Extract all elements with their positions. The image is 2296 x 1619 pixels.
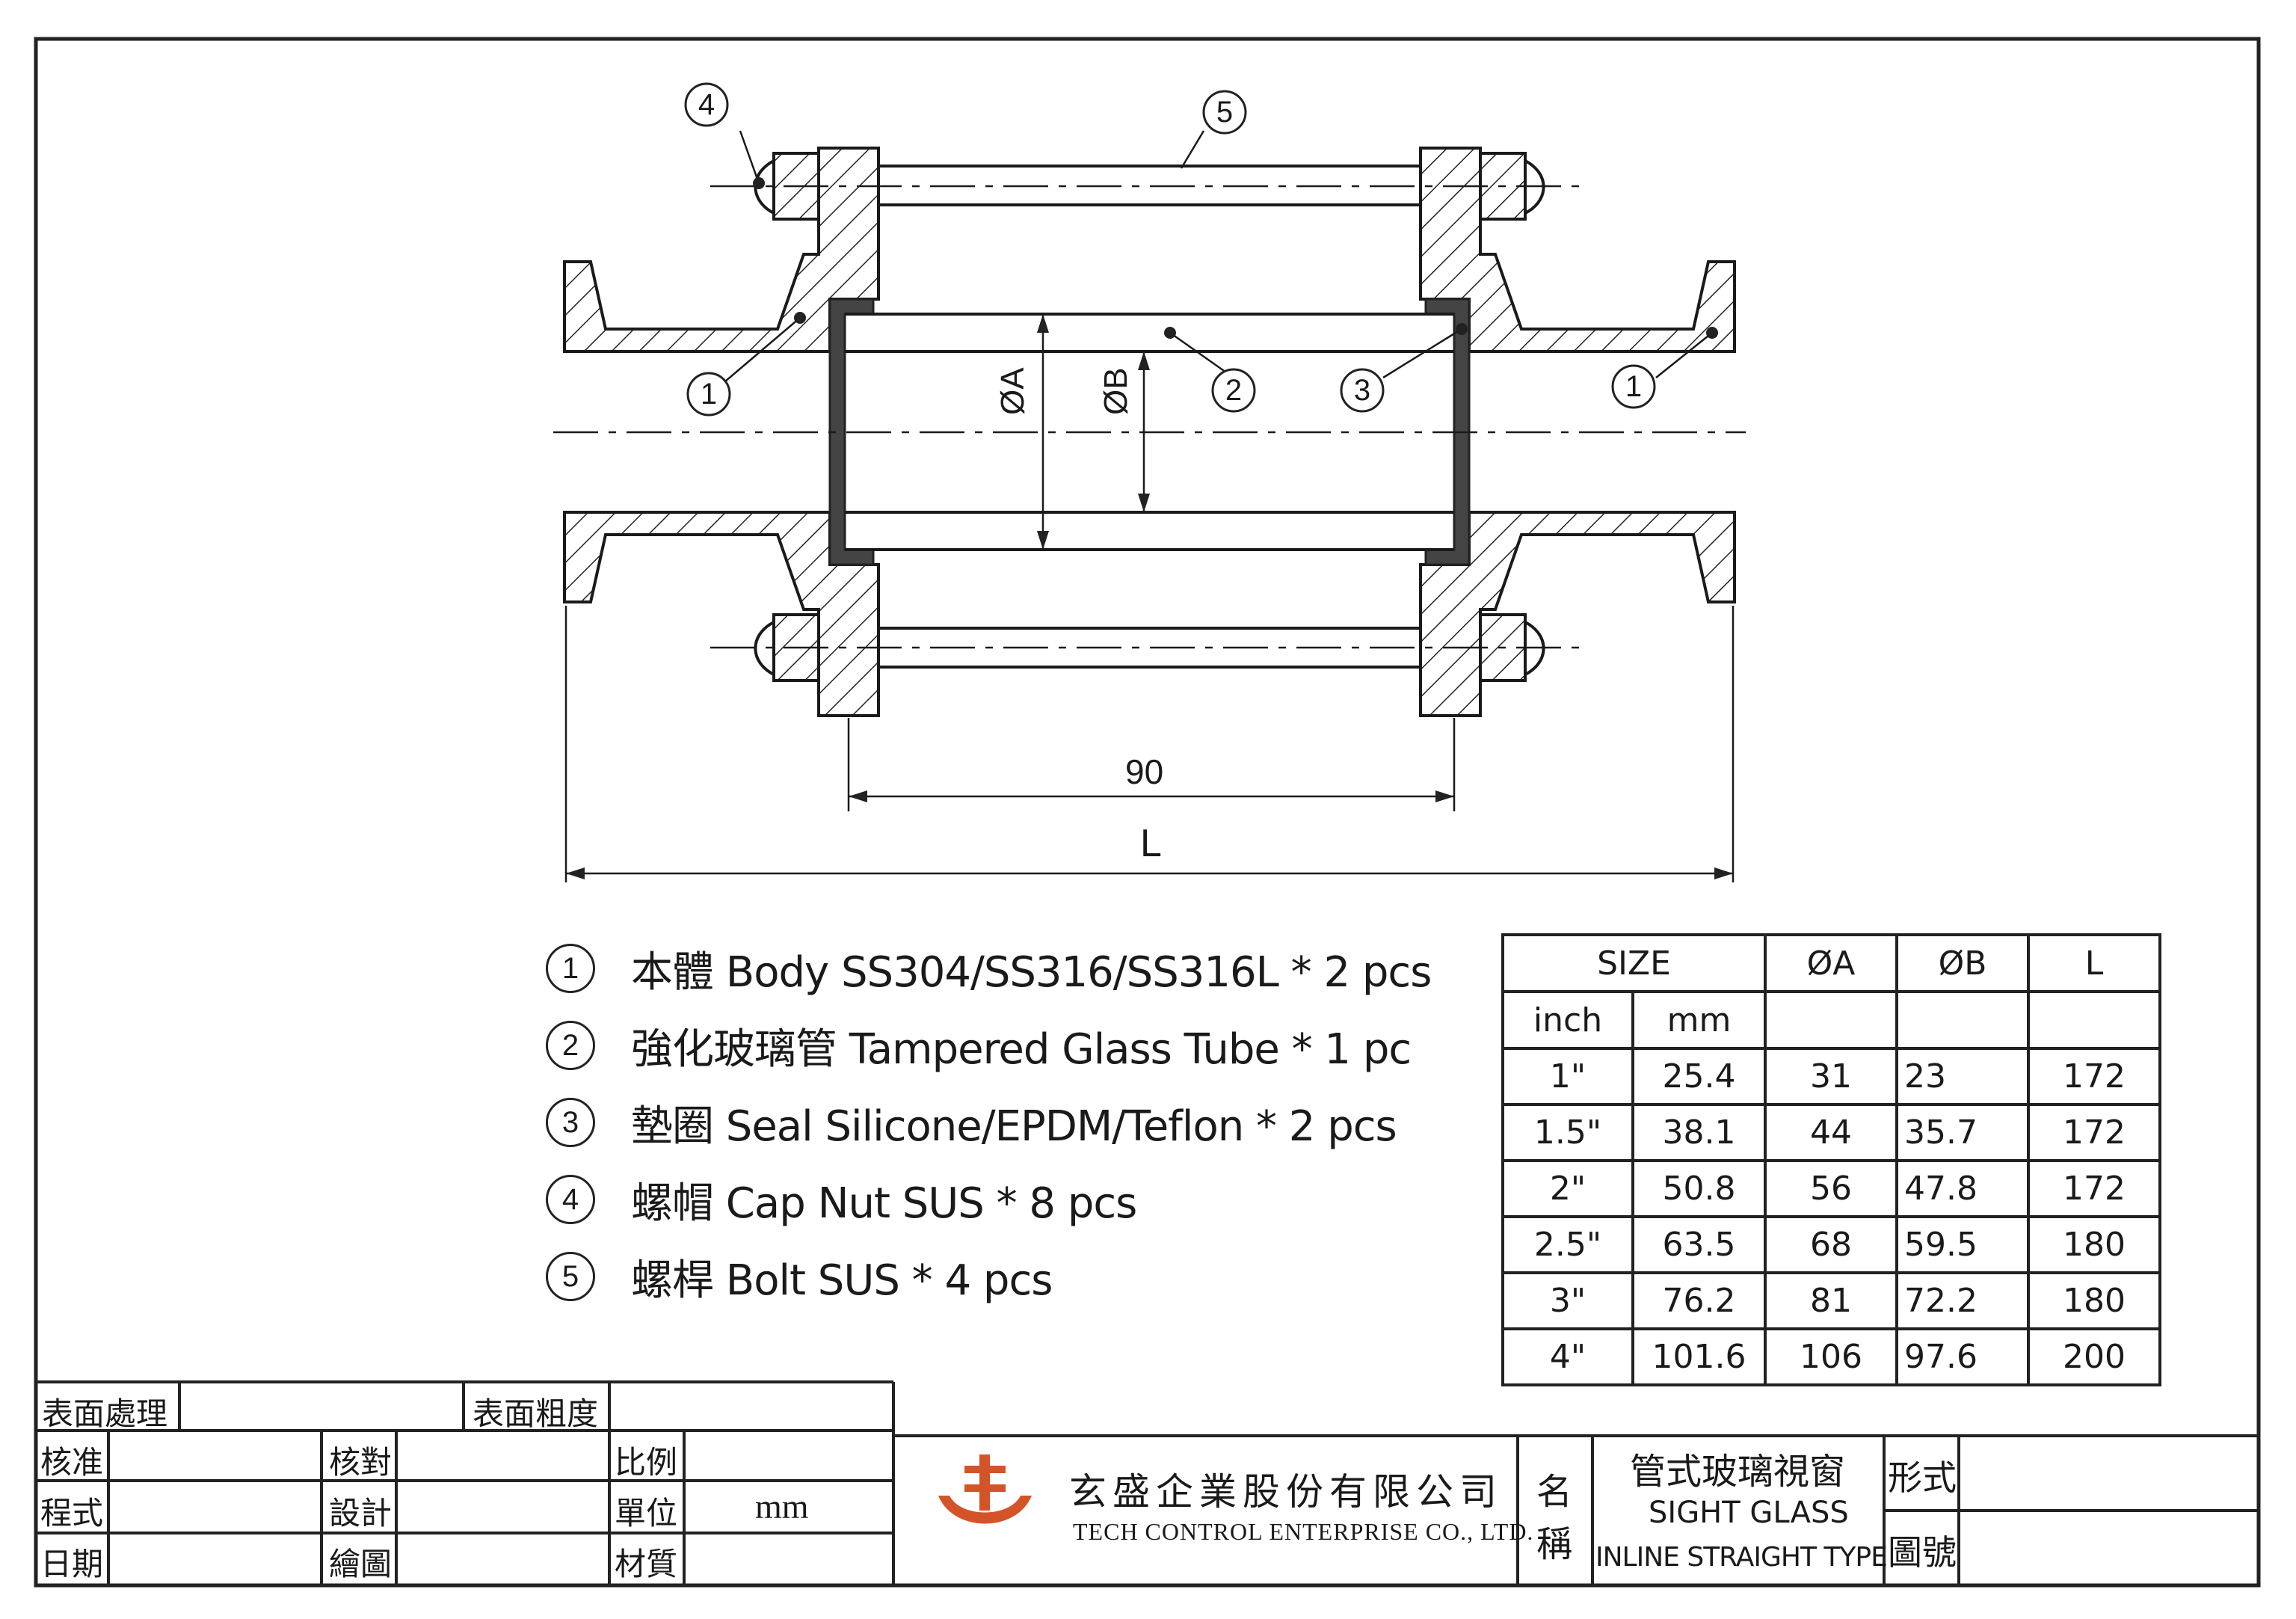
cell-dia-b: 23 (1895, 1047, 2030, 1106)
label-approved: 核准 (40, 1444, 104, 1481)
cell-length: 172 (2027, 1103, 2161, 1162)
cell-inch: 3" (1501, 1271, 1634, 1330)
cell-dia-a: 68 (1764, 1215, 1898, 1274)
cell-dia-a: 44 (1764, 1103, 1898, 1162)
cell-length: 200 (2027, 1327, 2161, 1386)
unit-value: mm (755, 1487, 809, 1526)
part-description: 螺帽 Cap Nut SUS * 8 pcs (631, 1179, 1137, 1228)
cell-inch: 1" (1501, 1047, 1634, 1106)
dim-dia-a: ØA (994, 367, 1031, 415)
cell-length: 180 (2027, 1271, 2161, 1330)
label-name-1: 名 (1536, 1471, 1573, 1513)
dim-dia-b: ØB (1098, 367, 1134, 415)
label-scale: 比例 (615, 1444, 678, 1481)
dim-length: L (1140, 822, 1162, 865)
label-surface-treatment: 表面處理 (42, 1395, 168, 1432)
part-number: 5 (546, 1252, 595, 1301)
balloon-5-label: 5 (1216, 96, 1234, 129)
cell-inch: 2.5" (1501, 1215, 1634, 1274)
cell-inch: 4" (1501, 1327, 1634, 1386)
cell-inch: 2" (1501, 1159, 1634, 1218)
cell-inch: 1.5" (1501, 1103, 1634, 1162)
label-drawing-no: 圖號 (1888, 1532, 1957, 1573)
balloon-1-left-label: 1 (700, 378, 718, 411)
part-item: 3 墊圈 Seal Silicone/EPDM/Teflon * 2 pcs (546, 1089, 1397, 1156)
cell-dia-b: 35.7 (1895, 1103, 2030, 1162)
label-designed: 設計 (329, 1495, 393, 1532)
cell-length: 172 (2027, 1159, 2161, 1218)
dim-gap: 90 (1125, 752, 1164, 791)
table-row: 1.5" 38.1 44 35.7 172 (1501, 1103, 2161, 1162)
cell-mm: 101.6 (1631, 1327, 1767, 1386)
subheader-inch: inch (1501, 990, 1634, 1050)
header-dia-b: ØB (1895, 933, 2030, 993)
label-drawn: 繪圖 (329, 1546, 393, 1582)
sheet-border (34, 37, 2261, 1588)
cell-dia-b: 47.8 (1895, 1159, 2030, 1218)
part-number: 4 (546, 1175, 595, 1224)
label-name-2: 稱 (1536, 1523, 1573, 1565)
part-number: 2 (546, 1021, 595, 1070)
cell-dia-b: 72.2 (1895, 1271, 2030, 1330)
part-description: 墊圈 Seal Silicone/EPDM/Teflon * 2 pcs (631, 1102, 1397, 1151)
header-dia-a: ØA (1764, 933, 1898, 993)
cell-dia-a: 81 (1764, 1271, 1898, 1330)
cell-length: 172 (2027, 1047, 2161, 1106)
balloon-circles (684, 82, 1656, 417)
product-name-zh: 管式玻璃視窗 (1630, 1451, 1846, 1493)
label-material: 材質 (615, 1546, 678, 1582)
part-item: 2 強化玻璃管 Tampered Glass Tube * 1 pc (546, 1012, 1412, 1079)
balloon-2-label: 2 (1225, 374, 1243, 407)
label-form: 形式 (1888, 1457, 1957, 1498)
cell-mm: 76.2 (1631, 1271, 1767, 1330)
label-surface-roughness: 表面粗度 (473, 1395, 599, 1432)
table-row: 2" 50.8 56 47.8 172 (1501, 1159, 2161, 1218)
part-item: 5 螺桿 Bolt SUS * 4 pcs (546, 1243, 1053, 1310)
subheader-mm: mm (1631, 990, 1767, 1050)
company-logo (938, 1454, 1032, 1524)
cell-length: 180 (2027, 1215, 2161, 1274)
company-name-zh: 玄盛企業股份有限公司 (1069, 1470, 1503, 1514)
part-item: 1 本體 Body SS304/SS316/SS316L * 2 pcs (546, 935, 1432, 1002)
part-number: 1 (546, 944, 595, 993)
product-name-en-2: INLINE STRAIGHT TYPE (1595, 1542, 1888, 1573)
label-date: 日期 (40, 1546, 104, 1582)
cell-dia-b: 97.6 (1895, 1327, 2030, 1386)
part-item: 4 螺帽 Cap Nut SUS * 8 pcs (546, 1166, 1137, 1233)
part-number: 3 (546, 1098, 595, 1147)
cell-dia-a: 31 (1764, 1047, 1898, 1106)
label-process: 程式 (40, 1495, 104, 1532)
cell-mm: 63.5 (1631, 1215, 1767, 1274)
leader-dots (753, 177, 1718, 339)
label-checked: 核對 (329, 1444, 393, 1481)
size-spec-table: SIZE ØA ØB L inch mm 1" 25.4 31 23 172 1… (1501, 933, 2161, 1386)
table-row: 2.5" 63.5 68 59.5 180 (1501, 1215, 2161, 1274)
product-name-en-1: SIGHT GLASS (1649, 1496, 1849, 1530)
table-row: 3" 76.2 81 72.2 180 (1501, 1271, 2161, 1330)
balloon-3-label: 3 (1353, 374, 1371, 407)
header-length: L (2027, 933, 2161, 993)
cell-mm: 38.1 (1631, 1103, 1767, 1162)
cell-dia-a: 56 (1764, 1159, 1898, 1218)
part-description: 螺桿 Bolt SUS * 4 pcs (631, 1256, 1053, 1305)
part-description: 本體 Body SS304/SS316/SS316L * 2 pcs (631, 947, 1432, 997)
title-block-grid (36, 1380, 2259, 1585)
label-unit: 單位 (615, 1495, 678, 1532)
cell-dia-b: 59.5 (1895, 1215, 2030, 1274)
table-row: 4" 101.6 106 97.6 200 (1501, 1327, 2161, 1386)
cell-mm: 25.4 (1631, 1047, 1767, 1106)
part-description: 強化玻璃管 Tampered Glass Tube * 1 pc (631, 1024, 1412, 1074)
header-size: SIZE (1501, 933, 1767, 993)
balloon-1-right-label: 1 (1625, 370, 1643, 403)
table-row: 1" 25.4 31 23 172 (1501, 1047, 2161, 1106)
cell-dia-a: 106 (1764, 1327, 1898, 1386)
balloon-4-label: 4 (698, 88, 715, 121)
company-name-en: TECH CONTROL ENTERPRISE CO., LTD. (1073, 1518, 1534, 1545)
cell-mm: 50.8 (1631, 1159, 1767, 1218)
